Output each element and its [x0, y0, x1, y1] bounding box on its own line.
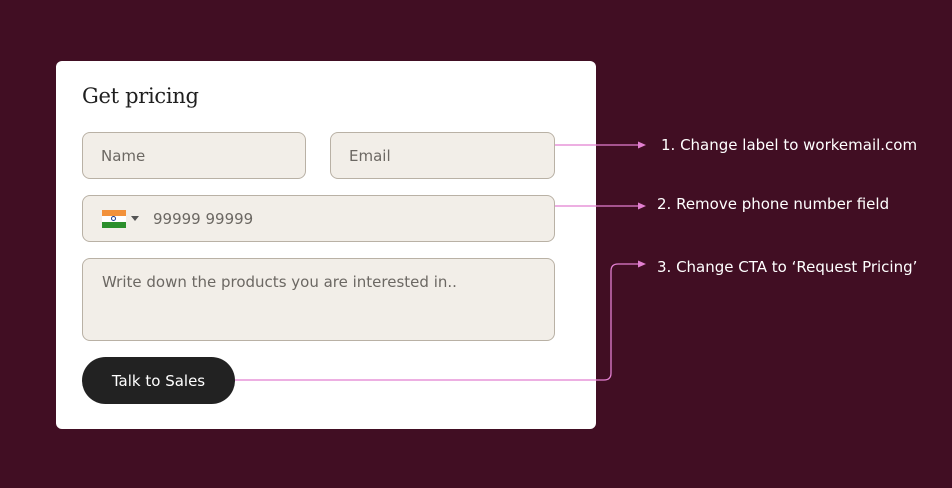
name-field[interactable] — [82, 132, 306, 179]
phone-field — [82, 195, 555, 242]
annotation-3: 3. Change CTA to ‘Request Pricing’ — [657, 258, 918, 276]
form-title: Get pricing — [82, 84, 199, 108]
phone-number-input[interactable] — [153, 209, 453, 228]
arrowhead-2 — [638, 202, 646, 210]
annotation-2: 2. Remove phone number field — [657, 195, 890, 213]
email-field[interactable] — [330, 132, 555, 179]
arrowhead-3 — [638, 260, 646, 268]
chevron-down-icon[interactable] — [131, 216, 139, 221]
arrowhead-1 — [638, 141, 646, 149]
talk-to-sales-button[interactable]: Talk to Sales — [82, 357, 235, 404]
india-flag-icon[interactable] — [102, 209, 126, 228]
annotation-1: 1. Change label to workemail.com — [661, 136, 918, 154]
products-interest-field[interactable] — [82, 258, 555, 341]
